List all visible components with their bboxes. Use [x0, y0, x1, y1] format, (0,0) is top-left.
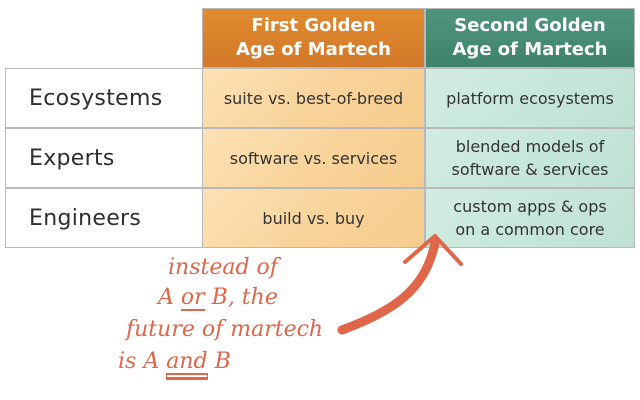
- cell-text: suite vs. best-of-breed: [223, 88, 404, 108]
- header-first-label: First Golden Age of Martech: [236, 15, 391, 60]
- cell-text: platform ecosystems: [446, 88, 614, 108]
- annotation-b2: B: [207, 349, 231, 374]
- annotation-and: and: [166, 349, 208, 375]
- cell-text: software vs. services: [229, 148, 398, 168]
- row-label-engineers: Engineers: [5, 188, 202, 248]
- annotation-line-4: is A and B: [118, 348, 231, 376]
- cell-text: build vs. buy: [262, 208, 365, 228]
- cell-experts-first: software vs. services: [202, 128, 425, 188]
- cell-text: custom apps & ops on a common core: [453, 197, 607, 239]
- cell-text: blended models of software & services: [451, 137, 609, 179]
- row-label-experts: Experts: [5, 128, 202, 188]
- annotation-line-1: instead of: [168, 255, 278, 280]
- cell-experts-second: blended models of software & services: [425, 128, 635, 188]
- annotation-is-a: is A: [118, 349, 167, 374]
- cell-engineers-first: build vs. buy: [202, 188, 425, 248]
- annotation-b: B, the: [204, 285, 278, 310]
- annotation-line-3: future of martech: [126, 317, 324, 342]
- annotation-line-2: A or B, the: [158, 284, 278, 312]
- cell-ecosystems-first: suite vs. best-of-breed: [202, 68, 425, 128]
- header-second-label: Second Golden Age of Martech: [452, 15, 608, 60]
- header-second-golden-age: Second Golden Age of Martech: [425, 8, 635, 68]
- row-label-ecosystems: Ecosystems: [5, 68, 202, 128]
- handwritten-annotation: instead of A or B, the future of martech…: [118, 252, 378, 392]
- header-first-golden-age: First Golden Age of Martech: [202, 8, 425, 68]
- annotation-a: A: [158, 285, 181, 310]
- annotation-or: or: [180, 285, 205, 311]
- cell-engineers-second: custom apps & ops on a common core: [425, 188, 635, 248]
- cell-ecosystems-second: platform ecosystems: [425, 68, 635, 128]
